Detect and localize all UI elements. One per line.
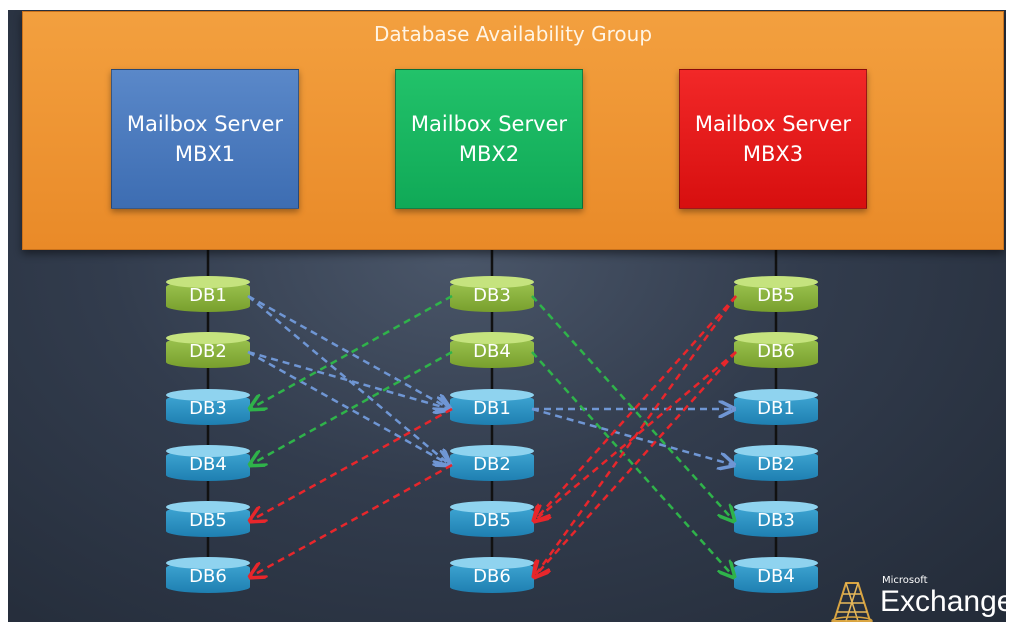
server-mbx2: Mailbox Server MBX2 <box>395 69 583 209</box>
database-mbx1-db6: DB6 <box>166 557 250 593</box>
logo-brand: Microsoft <box>882 575 928 586</box>
server-name-label: MBX1 <box>174 142 236 166</box>
replication-arrow <box>247 295 450 465</box>
replication-arrow <box>534 295 738 577</box>
replication-arrow <box>531 351 734 577</box>
group-title: Database Availability Group <box>373 22 653 46</box>
replication-arrow <box>250 407 453 521</box>
database-mbx1-db5: DB5 <box>166 501 250 537</box>
database-label: DB4 <box>473 341 511 362</box>
database-mbx3-db6: DB6 <box>734 332 818 368</box>
logo-product: Exchange <box>880 585 1006 618</box>
database-label: DB2 <box>473 454 511 475</box>
server-mbx3: Mailbox Server MBX3 <box>679 69 867 209</box>
replication-arrow <box>531 295 734 521</box>
database-mbx2-db3: DB3 <box>450 276 534 312</box>
server-name-label: MBX3 <box>742 142 804 166</box>
database-label: DB1 <box>189 285 227 306</box>
database-label: DB2 <box>757 454 795 475</box>
database-label: DB5 <box>757 285 795 306</box>
replication-arrow <box>250 350 453 465</box>
database-mbx2-db5: DB5 <box>450 501 534 537</box>
database-label: DB2 <box>189 341 227 362</box>
database-mbx2-db4: DB4 <box>450 332 534 368</box>
replication-arrow <box>247 350 450 409</box>
server-role-label: Mailbox Server <box>410 112 568 136</box>
server-role-label: Mailbox Server <box>126 112 284 136</box>
database-label: DB6 <box>189 566 227 587</box>
database-mbx2-db2: DB2 <box>450 445 534 481</box>
server-role-label: Mailbox Server <box>694 112 852 136</box>
database-mbx3-db3: DB3 <box>734 501 818 537</box>
database-label: DB4 <box>757 566 795 587</box>
replication-arrow <box>247 294 450 409</box>
database-label: DB4 <box>189 454 227 475</box>
exchange-logo-icon <box>831 582 873 622</box>
replication-arrow <box>534 351 737 521</box>
database-label: DB5 <box>189 510 227 531</box>
database-label: DB3 <box>189 398 227 419</box>
database-label: DB1 <box>473 398 511 419</box>
database-availability-group: Database Availability Group Mailbox Serv… <box>22 11 1004 250</box>
replication-arrow <box>247 350 450 465</box>
replication-arrow <box>534 351 737 577</box>
database-mbx1-db2: DB2 <box>166 332 250 368</box>
database-mbx1-db4: DB4 <box>166 445 250 481</box>
database-mbx1-db3: DB3 <box>166 389 250 425</box>
database-label: DB3 <box>473 285 511 306</box>
server-mbx1: Mailbox Server MBX1 <box>111 69 299 209</box>
database-mbx1-db1: DB1 <box>166 276 250 312</box>
database-label: DB1 <box>757 398 795 419</box>
database-mbx3-db2: DB2 <box>734 445 818 481</box>
database-mbx3-db4: DB4 <box>734 557 818 593</box>
database-mbx2-db1: DB1 <box>450 389 534 425</box>
replication-arrow <box>250 294 453 409</box>
replication-arrow <box>534 295 737 521</box>
replication-arrow <box>250 463 453 577</box>
database-label: DB6 <box>473 566 511 587</box>
microsoft-exchange-logo: Microsoft Exchange <box>824 575 1006 622</box>
database-label: DB5 <box>473 510 511 531</box>
replication-arrow <box>531 407 734 465</box>
database-mbx3-db5: DB5 <box>734 276 818 312</box>
database-mbx3-db1: DB1 <box>734 389 818 425</box>
database-label: DB6 <box>757 341 795 362</box>
server-name-label: MBX2 <box>458 142 520 166</box>
replication-arrows <box>8 294 1006 622</box>
diagram-canvas: Database Availability Group Mailbox Serv… <box>8 10 1006 622</box>
database-mbx2-db6: DB6 <box>450 557 534 593</box>
database-label: DB3 <box>757 510 795 531</box>
